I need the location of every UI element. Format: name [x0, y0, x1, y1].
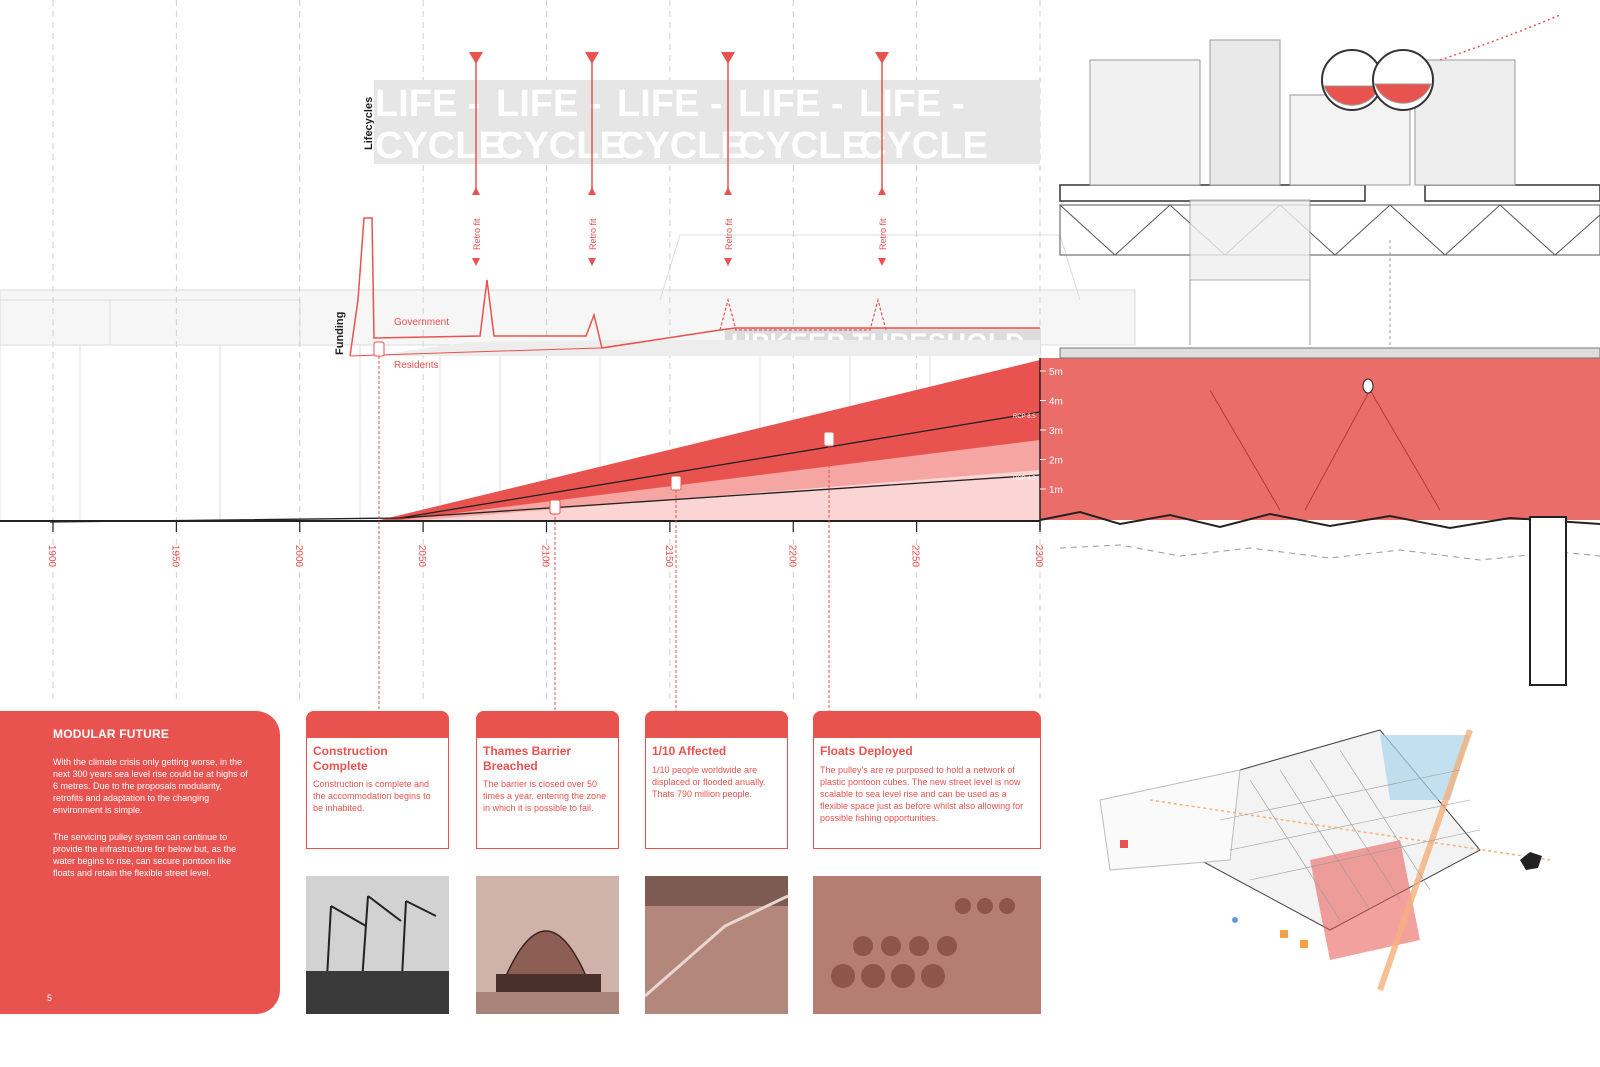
retrofit-marker-arrow [469, 52, 483, 64]
event-card-floats: Floats Deployed The pulley's are re purp… [813, 711, 1041, 849]
lifecycle-word: LIFE - [859, 83, 965, 125]
retrofit-label: Retro fit [588, 218, 598, 250]
retrofit-label: Retro fit [878, 218, 888, 250]
depth-label: 2m [1049, 456, 1063, 467]
retrofit-markers: Retro fit Retro fit Retro fit Retro fit [469, 52, 889, 266]
intro-paragraph-1: With the climate crisis only getting wor… [53, 757, 248, 815]
depth-label: 1m [1049, 485, 1063, 496]
event-card-title: 1/10 Affected [652, 744, 727, 758]
retrofit-marker-arrow [878, 258, 886, 266]
lifecycle-word: CYCLE [375, 125, 504, 167]
government-label: Government [394, 317, 449, 328]
sea-level-scenarios [49, 360, 1041, 523]
hand-pointer-icons [373, 341, 835, 515]
event-card-title: Thames Barrier Breached [483, 744, 572, 773]
depth-label: 5m [1049, 367, 1063, 378]
event-card-body: Construction is complete and the accommo… [313, 779, 431, 813]
year-ticks: 1900 1950 2000 2050 2100 2150 2200 2250 2300 [46, 521, 1044, 568]
intro-title: MODULAR FUTURE [53, 727, 170, 741]
photo-thames-barrier [476, 876, 619, 1014]
event-card-title: Construction Complete [313, 744, 388, 773]
retrofit-marker-arrow [878, 187, 886, 195]
lifecycle-word: CYCLE [496, 125, 625, 167]
retrofit-marker-arrow [472, 258, 480, 266]
lifecycle-word: CYCLE [617, 125, 746, 167]
year-label: 2100 [540, 545, 551, 568]
retrofit-marker-arrow [875, 52, 889, 64]
event-card-body: The pulley's are re purposed to hold a n… [820, 765, 1024, 823]
retrofit-marker-arrow [588, 187, 596, 195]
scenario-label-low: RCP 4.5 [1013, 476, 1036, 482]
year-label: 2300 [1033, 545, 1044, 568]
retrofit-marker-arrow [588, 258, 596, 266]
lifecycle-word: LIFE - [375, 83, 481, 125]
pulley-machine-sketch [1059, 14, 1600, 359]
event-card-body: The barrier is closed over 50 times a ye… [483, 779, 607, 813]
retrofit-marker-arrow [472, 187, 480, 195]
event-card-construction: Construction Complete Construction is co… [306, 711, 449, 849]
retrofit-marker-arrow [724, 258, 732, 266]
retrofit-marker-arrow [721, 52, 735, 64]
lifecycle-band [374, 80, 1040, 164]
retrofit-marker-arrow [585, 52, 599, 64]
residents-funding-line [349, 347, 601, 357]
year-label: 1950 [169, 545, 180, 568]
event-card-title: Floats Deployed [820, 744, 913, 758]
intro-panel: MODULAR FUTURE With the climate crisis o… [0, 711, 280, 1014]
site-plan-sketch [1099, 729, 1551, 991]
year-label: 1900 [46, 545, 57, 568]
year-label: 2200 [786, 545, 797, 568]
retrofit-label: Retro fit [724, 218, 734, 250]
lifecycle-word: LIFE - [496, 83, 602, 125]
retrofit-label: Retro fit [472, 218, 482, 250]
year-label: 2050 [416, 545, 427, 568]
photo-flooding [645, 876, 788, 1014]
photo-construction-cranes [306, 876, 449, 1014]
retrofit-marker-arrow [724, 187, 732, 195]
photo-pontoon-floats [813, 876, 1041, 1014]
lifecycle-word: LIFE - [617, 83, 723, 125]
depth-scale: 5m 4m 3m 2m 1m [1040, 367, 1063, 496]
event-card-body: 1/10 people worldwide are displaced or f… [652, 765, 766, 799]
residents-label: Residents [394, 360, 438, 371]
depth-label: 3m [1049, 426, 1063, 437]
event-card-affected: 1/10 Affected 1/10 people worldwide are … [645, 711, 788, 849]
lifecycle-word: CYCLE [738, 125, 867, 167]
funding-axis-label: Funding [334, 312, 346, 355]
page-number: 5 [47, 993, 53, 1003]
year-label: 2000 [293, 545, 304, 568]
year-gridlines [52, 0, 1041, 700]
lifecycle-axis-label: Lifecycles [363, 97, 375, 150]
lifecycle-word: LIFE - [738, 83, 844, 125]
event-card-thames-barrier: Thames Barrier Breached The barrier is c… [476, 711, 619, 849]
year-label: 2150 [663, 545, 674, 568]
year-label: 2250 [910, 545, 921, 568]
water-section [1039, 358, 1600, 686]
lifecycle-word: CYCLE [859, 125, 988, 167]
intro-paragraph-2: The servicing pulley system can continue… [53, 832, 237, 878]
scenario-label-high: RCP 8.5 [1013, 414, 1036, 420]
event-connectors [378, 356, 830, 711]
depth-label: 4m [1049, 397, 1063, 408]
